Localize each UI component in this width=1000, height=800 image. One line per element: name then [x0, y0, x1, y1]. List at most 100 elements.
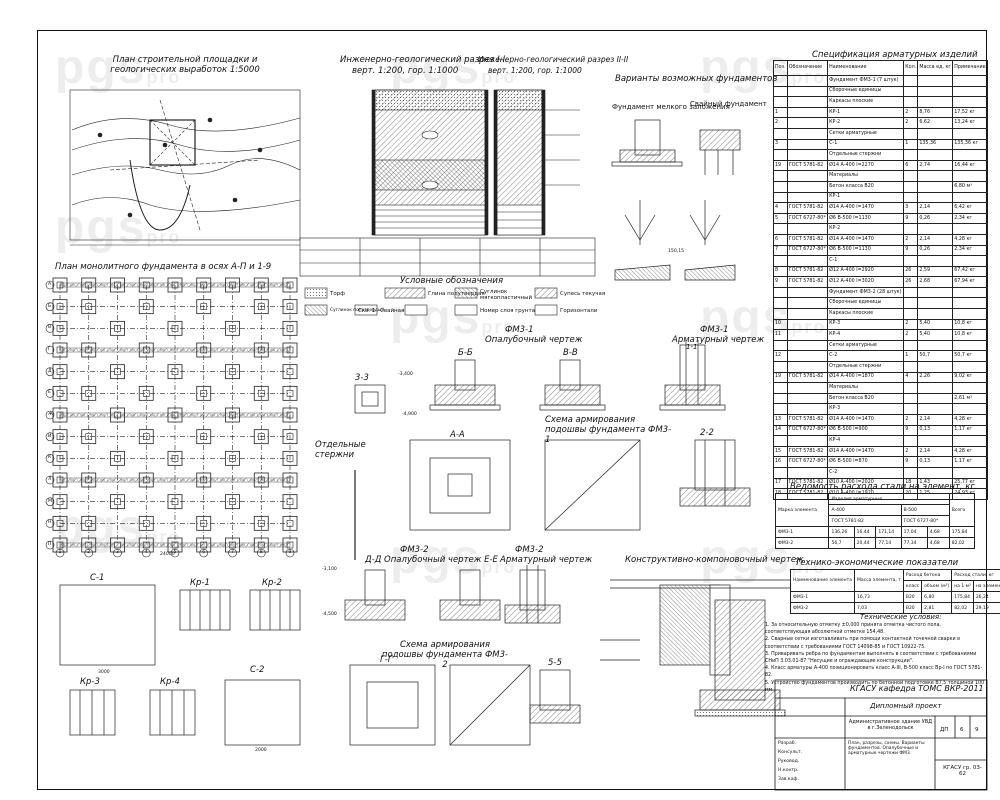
axis-bubble: [45, 410, 55, 420]
spec-cell: Сборочные единицы: [827, 297, 905, 310]
spec-cell: Ø14 А-400 l=1470: [827, 414, 905, 426]
spec-cell: [917, 255, 954, 267]
fm3-1-label-2: ФМ3-1: [700, 325, 729, 335]
spec-cell: [917, 392, 954, 405]
formwork-title: Опалубочный чертеж: [485, 335, 583, 345]
spec-cell: [952, 127, 988, 140]
spec-cell: [773, 392, 788, 405]
foundation-footing: [282, 515, 298, 531]
steel-subheader: В-500: [900, 504, 950, 516]
rebar2-title: Арматурный чертеж: [500, 555, 593, 565]
tech-cell: 16,73: [854, 591, 904, 603]
foundation-column: [142, 520, 150, 527]
spec-cell: [903, 466, 919, 479]
axis-bubble: [45, 280, 55, 290]
kr3-label: Кр-3: [80, 677, 100, 687]
spec-cell: Ø14 А-400 l=1470: [827, 233, 905, 246]
foundation-footing: [138, 429, 154, 445]
tech-cell: В20: [902, 602, 923, 614]
foundation-column: [286, 325, 294, 332]
axis-bubble: [45, 432, 55, 441]
foundation-footing: [52, 385, 68, 401]
spec-cell: [786, 138, 829, 151]
axis-number: 7: [231, 550, 234, 555]
spec-cell: 1,43: [917, 477, 954, 490]
spec-cell: [952, 308, 988, 320]
spec-cell: 2,74: [917, 159, 954, 172]
legend-label: Свайная: [380, 308, 405, 314]
spec-cell: 0,13: [917, 424, 954, 437]
spec-header: Кол.: [903, 60, 919, 76]
spec-cell: [773, 339, 788, 352]
legend-label: Супесь текучая: [560, 291, 606, 297]
spec-cell: 16,44 кг: [952, 159, 988, 172]
spec-cell: Каркасы плоские: [827, 308, 905, 320]
spec-cell: 26: [903, 276, 919, 288]
axis-bubble: [199, 548, 209, 558]
steel-subheader: А-400: [828, 504, 902, 516]
spec-cell: [917, 149, 954, 161]
foundation-column: [56, 303, 64, 310]
foundation-footing: [52, 299, 68, 315]
spec-header: Масса ед. кг: [917, 60, 954, 76]
spec-cell: [903, 403, 919, 415]
spec-cell: С-1: [827, 138, 905, 151]
rebar-title: Арматурный чертеж: [672, 335, 765, 345]
spec-cell: [786, 466, 829, 479]
spec-cell: 9,02 кг: [952, 371, 988, 384]
spec-header: Поз.: [773, 60, 788, 76]
table-row: КР-2: [773, 223, 988, 235]
spec-cell: [786, 392, 829, 405]
axis-number: 2: [87, 550, 91, 555]
axis-letter: Б: [48, 303, 52, 309]
foundation-footing: [167, 494, 183, 510]
spec-cell: 26: [903, 265, 919, 278]
foundation-footing: [52, 364, 68, 380]
axis-bubble: [45, 324, 55, 333]
spec-cell: 0,13: [917, 456, 954, 468]
spec-cell: КР-1: [827, 191, 905, 204]
foundation-column: [85, 303, 93, 310]
spec-cell: [773, 96, 788, 108]
spec-cell: [917, 127, 954, 140]
spec-cell: [786, 329, 829, 341]
section-22-label: 2-2: [700, 428, 714, 438]
spec-cell: [903, 223, 919, 235]
elevation-mark: 150,15: [668, 249, 685, 254]
spec-cell: [786, 297, 829, 310]
spec-cell: Ø12 А-400 l=2920: [827, 265, 905, 278]
spec-cell: Сборочные единицы: [827, 85, 905, 98]
spec-cell: [786, 350, 829, 363]
spec-cell: [917, 223, 954, 235]
foundation-footing: [138, 515, 154, 531]
tech-header: Расход стали, кг: [951, 569, 1000, 581]
section2-scale: верт. 1:200, гор. 1:1000: [488, 66, 582, 75]
foundation-column: [229, 498, 236, 505]
note-item: 4. Класс арматуры А-400 позиционировать …: [765, 666, 983, 679]
spec-cell: [773, 170, 788, 182]
fm3-2-label: ФМ3-2: [400, 545, 429, 555]
steel-cell: 77,34: [900, 537, 928, 549]
spec-cell: ГОСТ 5781-82: [786, 233, 829, 246]
table-row: ФМ3-1 16,73 В20 6,80 175,84 26,24: [790, 591, 1000, 603]
foundation-column: [142, 303, 150, 310]
spec-cell: 16: [773, 456, 788, 468]
spec-cell: 2: [773, 117, 788, 129]
steel-cell: 17,04: [900, 526, 928, 538]
legend-label: Скв. 1: [358, 308, 376, 314]
spec-cell: [786, 117, 829, 129]
section-55-label: 5-5: [548, 658, 562, 668]
spec-cell: [903, 149, 919, 161]
spec-cell: КР-2: [827, 117, 905, 129]
tech-title: Технико-экономические показатели: [795, 558, 959, 568]
foundation-footing: [52, 429, 68, 445]
table-row: Отдельные стержни: [773, 149, 988, 161]
spec-cell: Ø6 В-500 l=900: [827, 424, 905, 437]
axis-letter: Л: [48, 477, 52, 482]
separate-bars-title: Отдельные стержни: [315, 440, 366, 460]
axis-letter: К: [48, 455, 52, 461]
spec-cell: КР-3: [827, 318, 905, 331]
